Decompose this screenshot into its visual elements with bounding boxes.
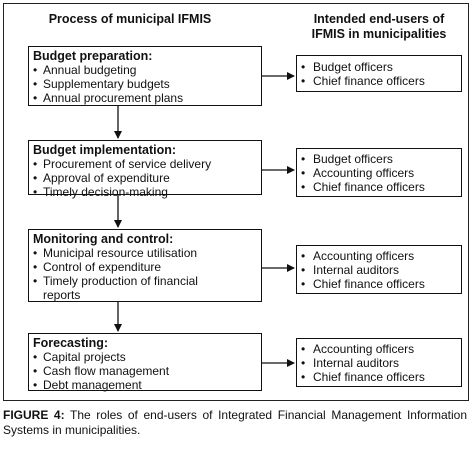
budget-implementation-box: Budget implementation: Procurement of se… — [28, 140, 262, 199]
stage-item: Approval of expenditure — [33, 171, 257, 185]
user-item: Chief finance officers — [301, 370, 457, 384]
stage-title: Forecasting: — [33, 336, 109, 350]
user-item: Internal auditors — [301, 263, 457, 277]
budget-preparation-users-box: Budget officers Chief finance officers — [296, 55, 462, 92]
budget-implementation-users-box: Budget officers Accounting officers Chie… — [296, 148, 462, 197]
end-users-column-header: Intended end-users of IFMIS in municipal… — [296, 12, 462, 42]
stage-item: Control of expenditure — [33, 260, 257, 274]
stage-item: Cash flow management — [33, 364, 257, 378]
forecasting-users-box: Accounting officers Internal auditors Ch… — [296, 338, 462, 387]
user-item: Chief finance officers — [301, 277, 457, 291]
stage-title: Monitoring and control: — [33, 232, 174, 246]
stage-item: Timely decision-making — [33, 185, 257, 199]
stage-item: Debt management — [33, 378, 257, 392]
user-item: Accounting officers — [301, 166, 457, 180]
user-item: Chief finance officers — [301, 180, 457, 194]
stage-item: Supplementary budgets — [33, 77, 257, 91]
monitoring-and-control-users-box: Accounting officers Internal auditors Ch… — [296, 245, 462, 294]
stage-item: Procurement of service delivery — [33, 157, 257, 171]
stage-item: Annual procurement plans — [33, 91, 257, 105]
user-item: Budget officers — [301, 152, 457, 166]
process-column-header: Process of municipal IFMIS — [48, 12, 212, 26]
user-item: Accounting officers — [301, 342, 457, 356]
monitoring-and-control-box: Monitoring and control: Municipal resour… — [28, 229, 262, 302]
user-item: Budget officers — [301, 60, 457, 74]
stage-item: Annual budgeting — [33, 63, 257, 77]
user-item: Accounting officers — [301, 249, 457, 263]
forecasting-box: Forecasting: Capital projects Cash flow … — [28, 333, 262, 392]
budget-preparation-box: Budget preparation: Annual budgeting Sup… — [28, 46, 262, 106]
stage-title: Budget implementation: — [33, 143, 177, 157]
stage-title: Budget preparation: — [33, 49, 153, 63]
end-users-header-line-1: Intended end-users of — [313, 12, 445, 26]
stage-item: Municipal resource utilisation — [33, 246, 257, 260]
figure-label: FIGURE 4: — [3, 408, 65, 422]
user-item: Internal auditors — [301, 356, 457, 370]
figure-caption-text: The roles of end-users of Integrated Fin… — [3, 408, 467, 437]
figure-caption: FIGURE 4: The roles of end-users of Inte… — [3, 408, 467, 438]
end-users-header-line-2: IFMIS in municipalities — [311, 27, 447, 41]
figure-frame — [3, 3, 469, 401]
stage-item: Capital projects — [33, 350, 257, 364]
user-item: Chief finance officers — [301, 74, 457, 88]
stage-item: Timely production of financial reports — [33, 274, 233, 302]
